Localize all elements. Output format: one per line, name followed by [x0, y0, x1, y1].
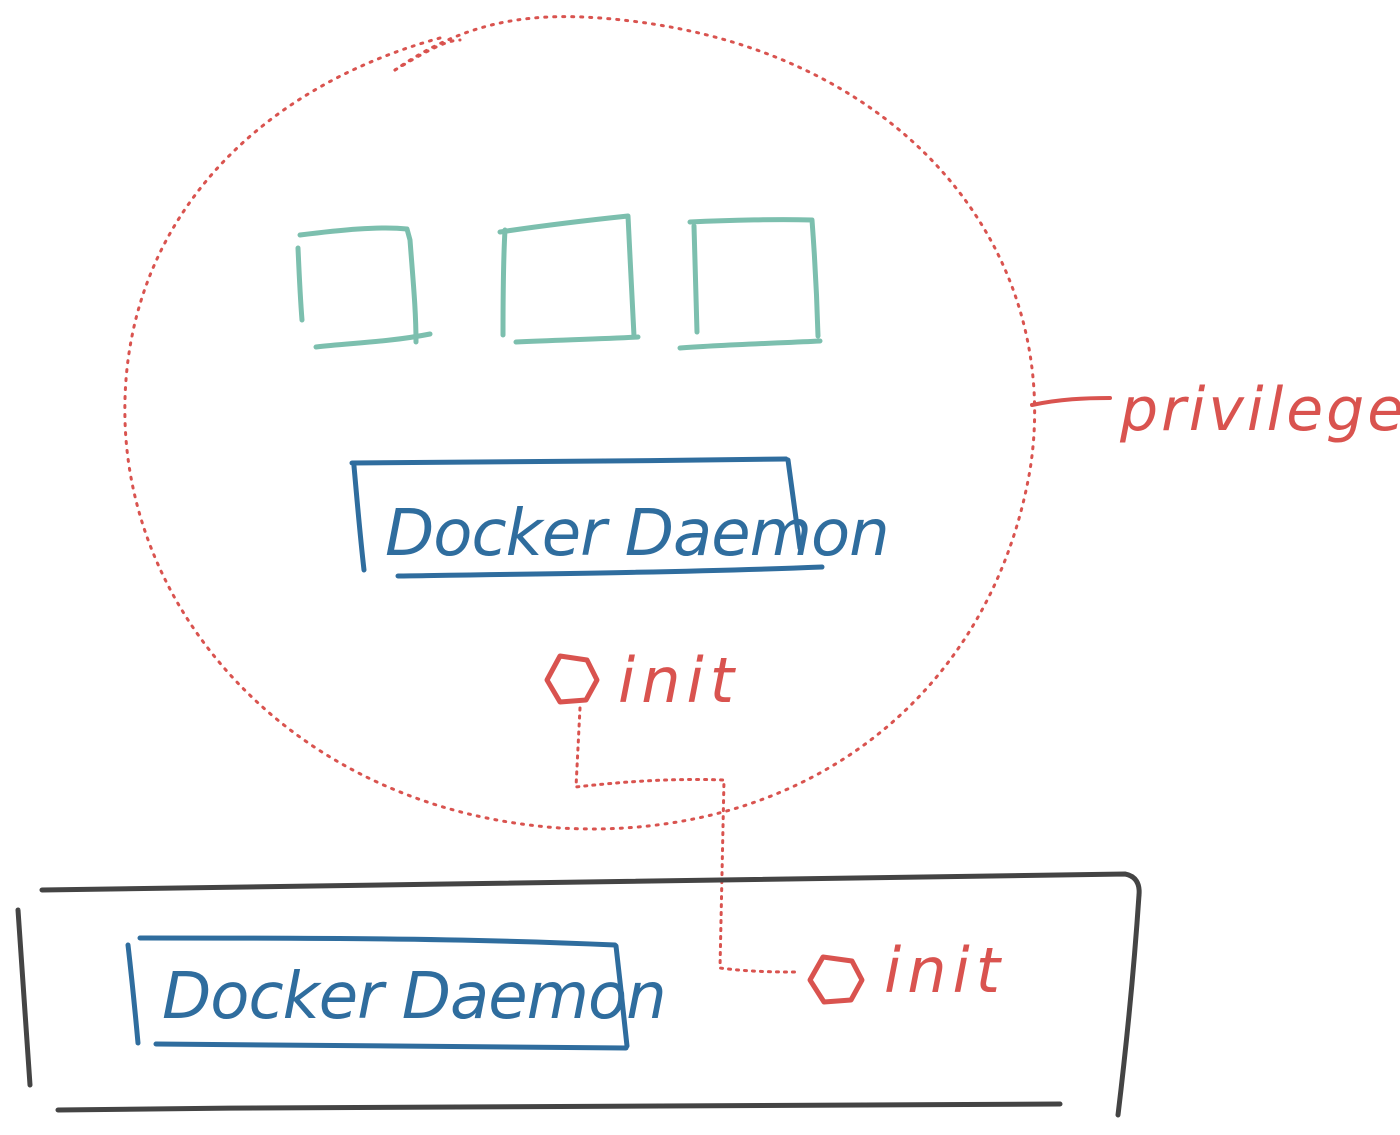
- container-box: [677, 217, 823, 351]
- host-daemon-box: [125, 935, 630, 1051]
- container-box: [295, 225, 433, 350]
- init-connector-line: [574, 706, 802, 974]
- inner-daemon-label: Docker Daemon: [385, 497, 889, 571]
- host-daemon-label: Docker Daemon: [162, 960, 666, 1034]
- container-box: [497, 213, 641, 345]
- privileged-boundary: [123, 15, 1037, 831]
- host-machine-box: [15, 871, 1142, 1118]
- inner-daemon-box: [349, 456, 825, 579]
- process-hexagon-icon: [544, 653, 600, 705]
- containers-group: [295, 213, 823, 351]
- inner-init-label: init: [618, 644, 740, 717]
- process-hexagon-icon: [807, 954, 865, 1005]
- privileged-pointer-line: [1030, 396, 1112, 407]
- host-init-label: init: [884, 934, 1006, 1007]
- privileged-label: privileged: [1119, 375, 1400, 445]
